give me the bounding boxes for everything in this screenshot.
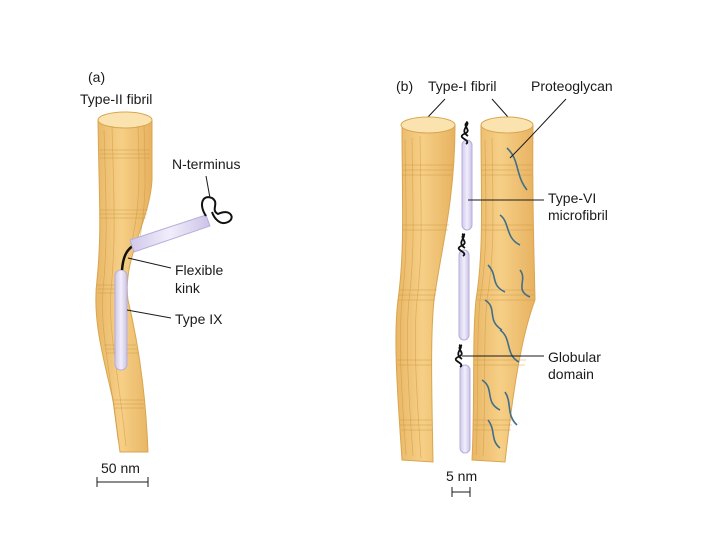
leader-n-terminus [205,175,211,199]
globular-domain-1 [460,121,469,145]
proteoglycan-strands [481,147,531,449]
type-i-fibril-left-top [400,116,456,134]
label-domain: domain [548,366,594,382]
label-proteoglycan: Proteoglycan [531,78,613,94]
panel-b: (b) Type-I fibril [395,78,613,497]
panel-a: (a) Type-II fibril N-terminus Flexible [80,69,240,487]
type-vi-microfibril [454,121,473,454]
leader-type-ix [126,309,172,319]
n-terminus-domain [201,196,233,224]
type-i-fibril-right [471,124,536,463]
type-ii-fibril-bands [97,125,150,447]
flexible-kink [120,244,134,271]
panel-a-title: Type-II fibril [80,91,152,107]
label-type-vi: Type-VI [548,190,596,206]
scale-label-a: 50 nm [101,460,140,476]
type-ix-arm [129,214,211,253]
leader-flexible-kink [127,257,172,269]
type-ix-collagen [114,196,233,371]
scale-bar-b [451,487,471,497]
label-globular: Globular [548,349,601,365]
panel-b-title: Type-I fibril [428,78,496,94]
globular-domain-2 [457,233,466,257]
panel-b-letter: (b) [396,78,413,94]
microfibril-segment-3 [459,364,471,454]
globular-domain-3 [454,344,463,368]
type-i-fibril-right-bands [473,137,534,457]
type-i-fibril-left-bands [397,135,453,459]
type-ix-shaft [114,269,128,371]
label-n-terminus: N-terminus [172,156,240,172]
type-ii-fibril-top [97,111,153,129]
type-i-fibril-right-top [480,116,534,134]
scale-label-b: 5 nm [446,468,477,484]
label-kink: kink [175,280,201,296]
microfibril-segment-2 [458,249,470,341]
label-flexible: Flexible [175,262,223,278]
label-type-ix: Type IX [175,311,223,327]
scale-bar-a [96,477,149,487]
leader-proteoglycan [509,98,567,159]
type-i-fibril-left [395,124,456,463]
leader-type-i-fibril [427,98,509,118]
label-microfibril: microfibril [548,207,608,223]
microfibril-segment-1 [461,139,473,231]
panel-a-letter: (a) [88,69,105,85]
